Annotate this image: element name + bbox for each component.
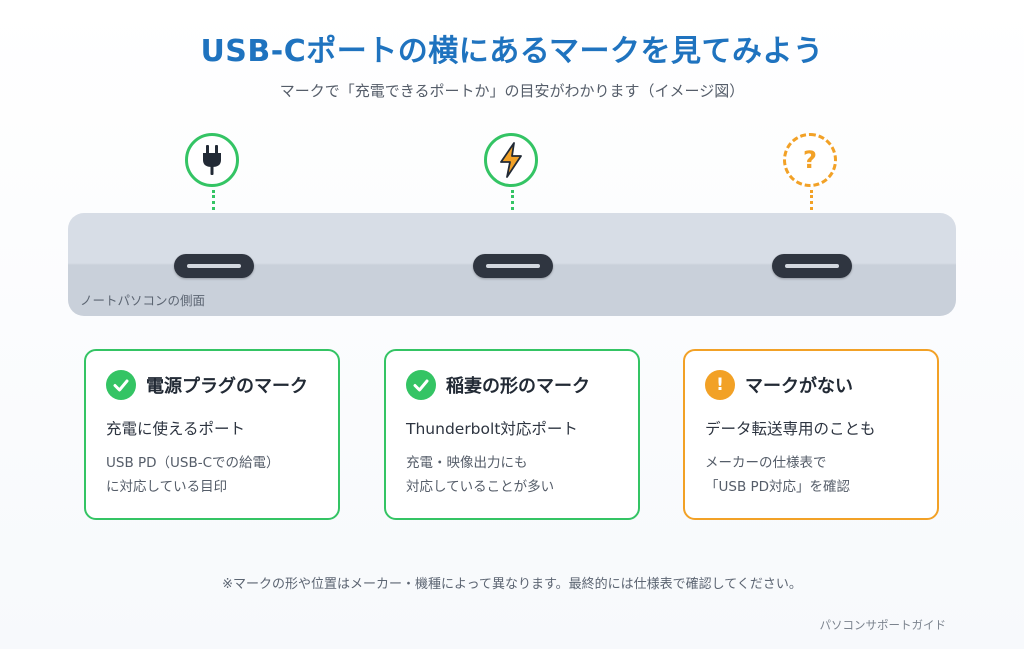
page-title: USB-Cポートの横にあるマークを見てみよう: [200, 34, 824, 69]
check-icon: [406, 370, 436, 400]
card-description: USB PD（USB-Cでの給電） に対応している目印: [106, 451, 318, 499]
card-lead: データ転送専用のことも: [705, 420, 876, 438]
card-desc-line: 充電・映像出力にも: [406, 455, 528, 471]
check-icon: [106, 370, 136, 400]
unknown-mark: ?: [783, 133, 837, 187]
plug-mark: [185, 133, 239, 187]
card-header: 電源プラグのマーク: [106, 369, 318, 401]
exclamation-icon: !: [705, 370, 735, 400]
card-desc-line: 対応していることが多い: [406, 479, 555, 495]
card-title: マークがない: [745, 376, 853, 397]
usb-c-port-plug: [174, 254, 254, 278]
card-desc-line: に対応している目印: [106, 479, 228, 495]
card-description: メーカーの仕様表で 「USB PD対応」を確認: [705, 451, 917, 499]
card-lightning-mark: 稲妻の形のマーク Thunderbolt対応ポート 充電・映像出力にも 対応して…: [384, 349, 640, 520]
usb-c-port-thunderbolt: [473, 254, 553, 278]
card-title: 電源プラグのマーク: [146, 376, 308, 397]
laptop-label: ノートパソコンの側面: [80, 293, 206, 308]
card-header: 稲妻の形のマーク: [406, 369, 618, 401]
usb-c-port-unmarked: [772, 254, 852, 278]
card-title: 稲妻の形のマーク: [446, 376, 590, 397]
plug-icon: [203, 145, 221, 175]
footnote: ※マークの形や位置はメーカー・機種によって異なります。最終的には仕様表で確認して…: [222, 577, 802, 592]
question-icon: ?: [803, 146, 817, 174]
card-desc-line: 「USB PD対応」を確認: [705, 479, 851, 495]
card-description: 充電・映像出力にも 対応していることが多い: [406, 451, 618, 499]
card-desc-line: USB PD（USB-Cでの給電）: [106, 455, 280, 471]
lightning-icon: [500, 142, 522, 178]
brand-label: パソコンサポートガイド: [819, 618, 947, 632]
card-no-mark: ! マークがない データ転送専用のことも メーカーの仕様表で 「USB PD対応…: [683, 349, 939, 520]
page-subtitle: マークで「充電できるポートか」の目安がわかります（イメージ図）: [279, 82, 745, 100]
card-plug-mark: 電源プラグのマーク 充電に使えるポート USB PD（USB-Cでの給電） に対…: [84, 349, 340, 520]
lightning-mark: [484, 133, 538, 187]
card-desc-line: メーカーの仕様表で: [705, 455, 827, 471]
card-lead: 充電に使えるポート: [106, 420, 246, 438]
card-header: ! マークがない: [705, 369, 917, 401]
card-lead: Thunderbolt対応ポート: [406, 420, 578, 438]
